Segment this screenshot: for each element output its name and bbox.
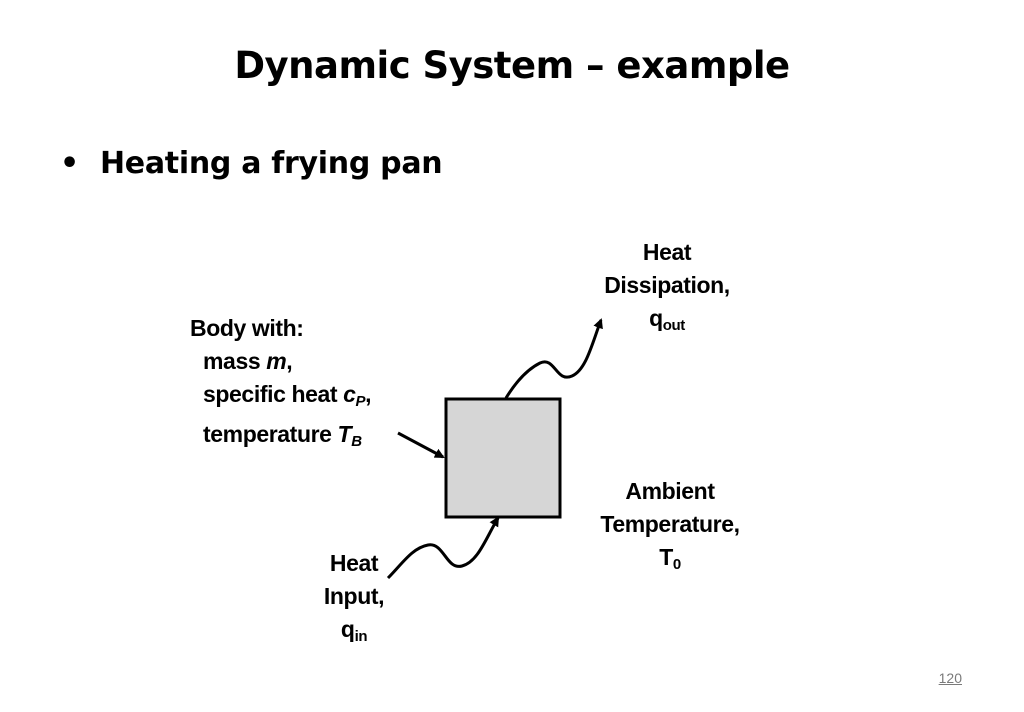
bullet-text: Heating a frying pan <box>100 146 443 181</box>
heat-input-label: Heat Input, qin <box>323 550 385 645</box>
heat-input-arrow <box>386 516 500 580</box>
body-label-mass: mass m, <box>203 348 293 374</box>
page-number[interactable]: 120 <box>938 670 962 686</box>
body-label: Body with: mass m, specific heat cP, tem… <box>190 312 372 458</box>
body-pointer-arrow <box>397 431 445 459</box>
ambient-temperature-label: Ambient Temperature, T0 <box>600 478 740 573</box>
body-label-specific-heat: specific heat cP, <box>203 381 372 410</box>
slide-title: Dynamic System – example <box>234 44 790 87</box>
heat-dissipation-label: Heat Dissipation, qout <box>604 239 730 334</box>
bullet-item: • Heating a frying pan <box>60 146 443 190</box>
body-label-heading: Body with: <box>190 315 304 341</box>
body-label-temperature: temperature TB <box>203 421 362 450</box>
bullet-dot-icon: • <box>60 146 79 181</box>
body-box <box>444 397 562 519</box>
heat-dissipation-arrow <box>504 318 603 399</box>
